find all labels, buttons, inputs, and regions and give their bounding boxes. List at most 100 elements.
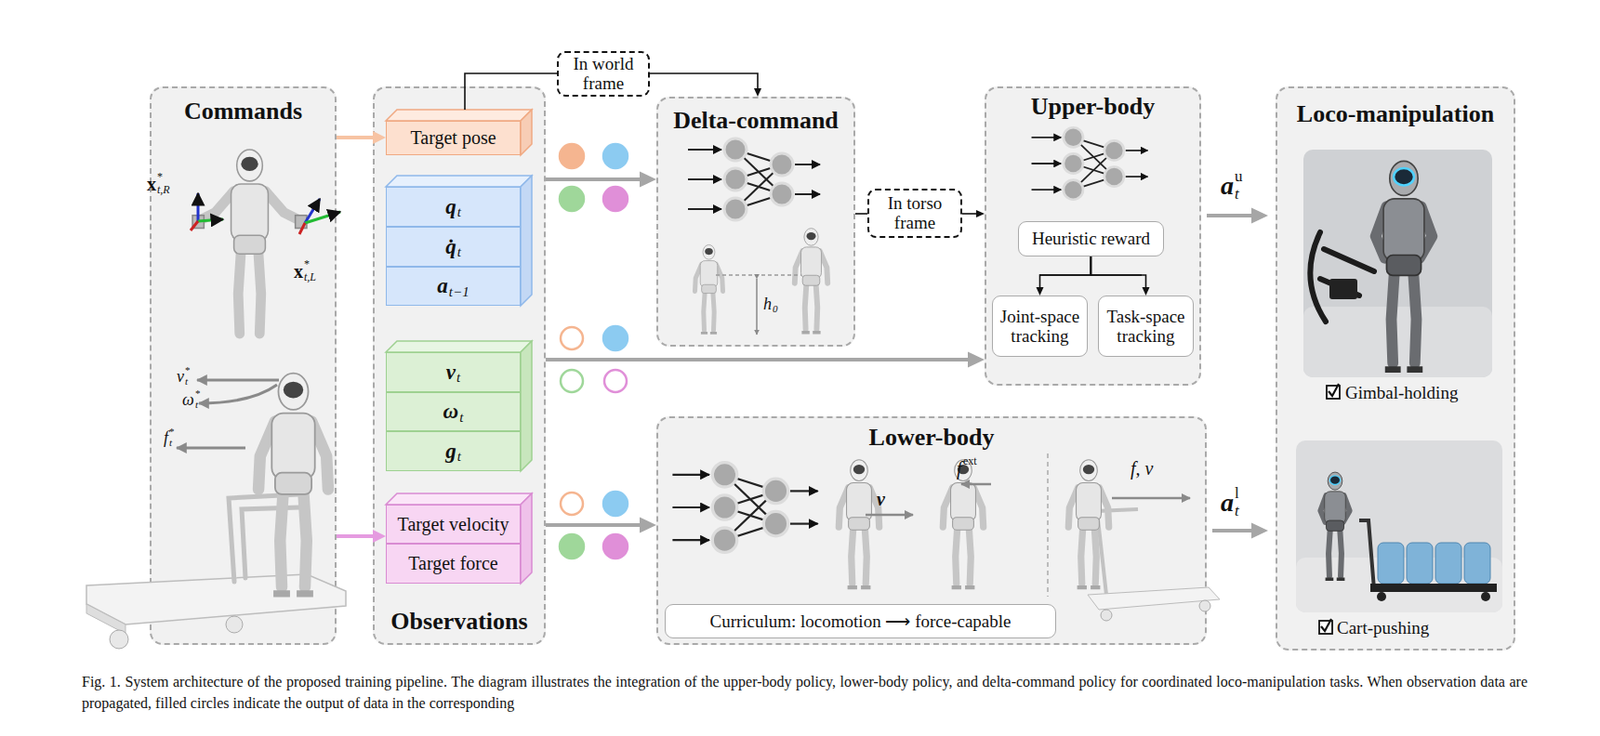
math-symbol: g [445, 439, 457, 464]
arrow-head [753, 88, 762, 97]
command-illustration-part [109, 630, 129, 649]
lower-body-illustration-part [1097, 509, 1138, 596]
observation-stack-depth-part [385, 175, 532, 187]
panel-title: Loco-manipulation [1277, 101, 1514, 129]
math-subscript: t [456, 370, 461, 386]
math-symbol: q̇ [445, 235, 457, 260]
observation-stack-depth-part [520, 109, 532, 156]
command-illustration-part-part [198, 219, 224, 222]
lower-body-illustration-part [672, 462, 818, 554]
photo-cart-part [1376, 592, 1387, 602]
math-symbol: v [446, 360, 456, 385]
photo-gimbal [1303, 149, 1493, 378]
observation-row: ωt [385, 392, 521, 432]
box-label: In world frame [564, 54, 643, 94]
command-illustration-part [225, 616, 243, 634]
connector-arrow [855, 213, 868, 215]
lower-body-illustration-part [1046, 453, 1049, 597]
math-symbol: ω [443, 399, 460, 424]
data-flow-circles-part [560, 370, 583, 393]
data-flow-circles-part [560, 327, 583, 350]
math-subscript: t [1234, 185, 1240, 202]
photo-cart-part [1359, 520, 1375, 590]
box-label: In torso frame [874, 194, 955, 234]
arrow-head [372, 131, 386, 145]
photo-gimbal-part [1309, 232, 1375, 322]
connector-line [464, 73, 557, 110]
upper-body-illustration-part [1039, 256, 1142, 276]
photo-cart [1295, 440, 1503, 613]
observation-stack-depth-part [385, 109, 532, 121]
upper-body-illustration [1031, 127, 1149, 276]
arrow-head [967, 352, 985, 369]
delta-illustration-part [794, 228, 828, 333]
data-flow-circles [559, 144, 628, 559]
arrow-head [639, 171, 657, 188]
math-symbol: a [1220, 172, 1234, 199]
command-illustration-part-part [197, 379, 279, 383]
connector-line [649, 73, 758, 90]
command-illustration-part-part [197, 193, 200, 222]
photo-gimbal-part [1303, 306, 1493, 378]
command-illustration-part [258, 373, 329, 595]
connector-arrow [649, 73, 762, 97]
math-subscript: t [457, 204, 462, 221]
box-label: Target velocity [397, 514, 510, 536]
data-flow-circles-part [603, 491, 628, 516]
photo-cart-part-part [1464, 542, 1491, 584]
observation-row: vt [385, 352, 521, 393]
photo-gimbal-part [1303, 149, 1493, 378]
upper-body-illustration-part [1031, 127, 1149, 199]
photo-cart-part-part [1435, 542, 1462, 584]
command-illustration-part-part [190, 221, 199, 231]
data-flow-circles-part [560, 492, 583, 516]
connector-arrow [1206, 208, 1269, 225]
photo-cart-part-part [1406, 542, 1433, 584]
connector-arrow [336, 131, 386, 145]
delta-illustration-part [755, 278, 758, 335]
command-illustration-part [190, 193, 341, 235]
delta-illustration-part [715, 274, 802, 277]
curriculum-box: Curriculum: locomotion ⟶ force-capable [664, 604, 1057, 639]
connector-line [545, 523, 641, 528]
observation-stack-depth-part [520, 175, 532, 306]
lower-body-illustration [672, 453, 1220, 622]
upper-body-panel: Upper-bodyHeuristic rewardJoint-space tr… [984, 86, 1202, 386]
target-pose-box: Target pose [385, 120, 521, 156]
connector-arrow [962, 210, 985, 218]
connector-arrow [545, 171, 657, 188]
observation-stack-depth-part [385, 493, 532, 505]
math-symbol: a [1220, 489, 1234, 516]
frame-box: In world frame [556, 51, 650, 97]
lower-body-illustration-part [1199, 600, 1211, 612]
tracking-box: Task-space tracking [1097, 295, 1194, 358]
math-subscript: t [459, 409, 463, 426]
photo-cart-part [1377, 542, 1491, 584]
arrow-head [1142, 287, 1151, 296]
command-illustration-part [86, 604, 126, 635]
math-subscript: t−1 [449, 284, 470, 301]
connector-arrow [336, 529, 386, 543]
panel-title: Commands [151, 98, 335, 126]
command-illustration-part [228, 494, 300, 582]
command-illustration-part [176, 380, 279, 449]
observations-panel: ObservationsTarget poseqtq̇tat−1vtωtgtTa… [372, 86, 546, 646]
panel-title: Observations [374, 608, 544, 636]
math-subscript: t [457, 244, 462, 261]
checkbox-marks [1319, 383, 1340, 635]
lower-body-illustration-part-part [865, 514, 913, 517]
data-flow-circles-part [559, 144, 584, 169]
observation-stack-depth-part [385, 341, 532, 353]
box-label: Target force [408, 553, 499, 575]
observation-stack-depth [385, 109, 532, 584]
photo-gimbal-part [1375, 160, 1433, 370]
target-velocity-box: Target velocity [385, 504, 521, 544]
checkbox-marks-part [1328, 383, 1339, 397]
connector-arrow [1212, 523, 1269, 540]
delta-command-panel: Delta-command [656, 96, 856, 347]
data-flow-circles-part [603, 326, 628, 351]
math-subscript: t [457, 449, 462, 465]
delta-illustration-part [695, 244, 724, 333]
lower-body-illustration-part [838, 460, 879, 588]
data-flow-circles-part [603, 534, 628, 559]
